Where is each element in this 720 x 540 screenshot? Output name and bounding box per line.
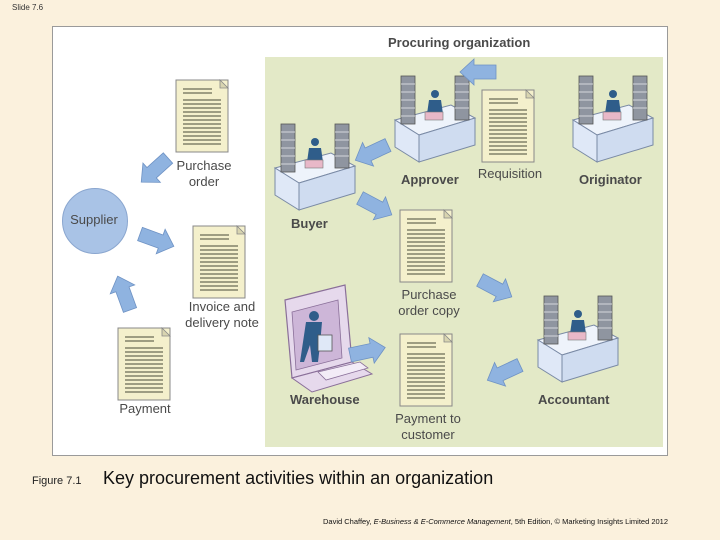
credit-line: David Chaffey, E-Business & E-Commerce M…: [323, 517, 669, 526]
organization-title: Procuring organization: [388, 35, 531, 50]
originator-label: Originator: [579, 172, 642, 187]
supplier-label: Supplier: [70, 212, 118, 227]
supplier-circle: [62, 188, 128, 254]
figure-label: Figure 7.1: [32, 475, 82, 487]
requisition-label: Requisition: [477, 166, 543, 181]
accountant-label: Accountant: [538, 392, 610, 407]
warehouse-label: Warehouse: [290, 392, 360, 407]
approver-label: Approver: [401, 172, 459, 187]
buyer-label: Buyer: [291, 216, 328, 231]
organization-panel: [265, 57, 663, 447]
payment-label: Payment: [119, 401, 171, 416]
figure-caption: Key procurement activities within an org…: [103, 468, 494, 488]
slide-number: Slide 7.6: [12, 3, 44, 12]
